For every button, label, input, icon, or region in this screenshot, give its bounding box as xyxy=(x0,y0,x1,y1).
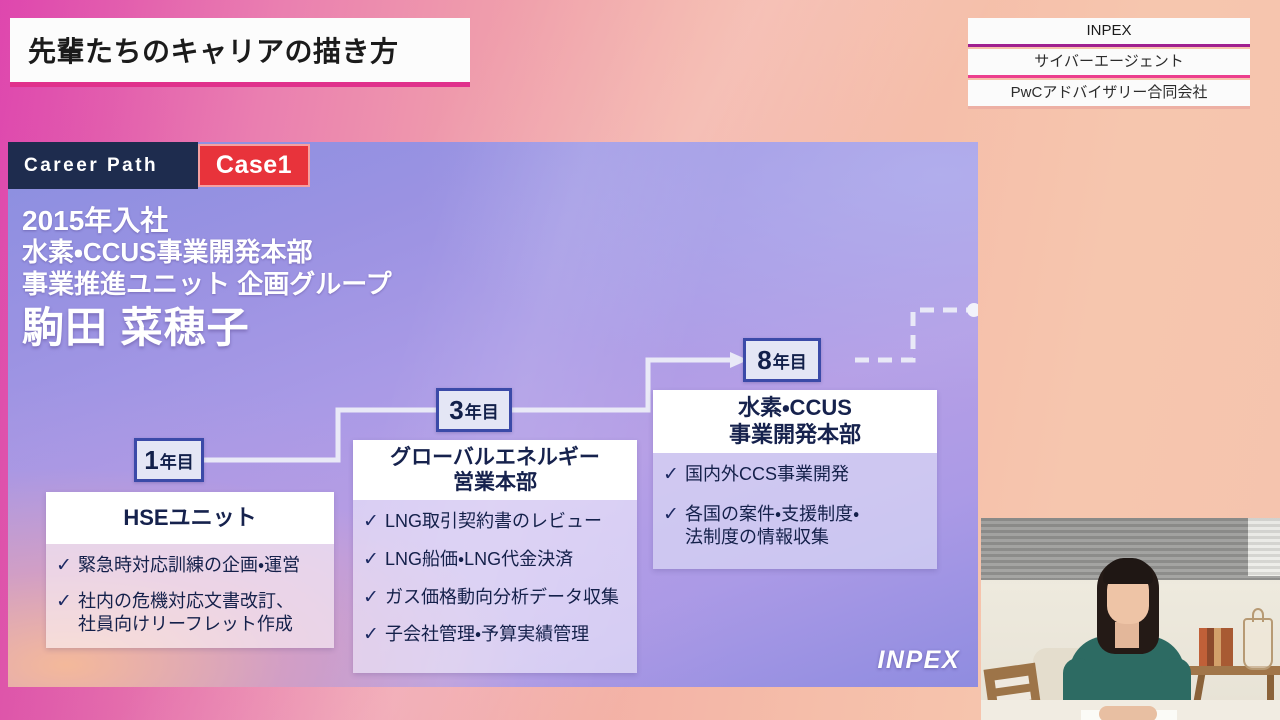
profile-block: 2015年入社 水素・CCUS事業開発本部 事業推進ユニット 企画グループ 駒田… xyxy=(22,204,392,355)
task-text: LNG取引契約書のレビュー xyxy=(385,511,603,531)
speaker-neck xyxy=(1115,622,1139,648)
task-text: 各国の案件・支援制度・ 法制度の情報収集 xyxy=(685,503,860,547)
company-tab-list: INPEX サイバーエージェント PwCアドバイザリー合同会社 xyxy=(968,18,1250,111)
card-3-department-line-2: 事業開発本部 xyxy=(728,421,861,447)
profile-division: 水素・CCUS事業開発本部 xyxy=(22,237,313,268)
task-text: 社内の危機対応文書改訂、 社員向けリーフレット作成 xyxy=(78,590,294,634)
task-item: ✓ ガス価格動向分析データ収集 xyxy=(363,586,627,610)
tab-underline xyxy=(968,106,1250,109)
company-tab-label: サイバーエージェント xyxy=(1034,53,1184,70)
career-step-card-3: 水素・CCUS 事業開発本部 ✓ 国内外CCS事業開発 ✓ 各国の案件・支援制度… xyxy=(653,390,937,569)
company-tab-cyberagent[interactable]: サイバーエージェント xyxy=(968,49,1250,78)
company-tab-label: INPEX xyxy=(1086,22,1132,39)
tab-underline xyxy=(968,44,1250,47)
lantern-handle xyxy=(1252,608,1264,622)
year-badge-unit: 年目 xyxy=(464,402,499,422)
company-tab-label: PwCアドバイザリー合同会社 xyxy=(1010,84,1208,101)
profile-unit: 事業推進ユニット 企画グループ xyxy=(22,268,392,299)
task-text: 子会社管理・予算実績管理 xyxy=(385,624,590,645)
card-2-department-line-1: グローバルエネルギー xyxy=(390,445,600,469)
task-item: ✓ 緊急時対応訓練の企画・運営 xyxy=(56,554,324,578)
shelf-leg-right xyxy=(1267,675,1274,715)
year-badge-2: 3 年目 xyxy=(436,388,512,432)
card-1-department-line-1: HSEユニット xyxy=(123,504,257,530)
year-badge-1: 1 年目 xyxy=(134,438,204,482)
task-text: 国内外CCS事業開発 xyxy=(685,464,850,484)
company-tab-inpex[interactable]: INPEX xyxy=(968,18,1250,47)
year-badge-unit: 年目 xyxy=(772,352,807,372)
year-badge-number: 8 xyxy=(757,344,772,375)
check-icon: ✓ xyxy=(363,624,379,646)
card-1-header: HSEユニット xyxy=(46,492,334,544)
card-2-body: ✓ LNG取引契約書のレビュー ✓ LNG船価・LNG代金決済 ✓ ガス価格動向… xyxy=(353,500,637,673)
speaker-hands xyxy=(1099,706,1157,720)
check-icon: ✓ xyxy=(363,511,379,532)
speaker-hair-top xyxy=(1103,558,1153,584)
check-icon: ✓ xyxy=(56,590,72,612)
career-path-banner: Career Path xyxy=(8,142,198,189)
year-badge-number: 1 xyxy=(144,444,159,475)
year-badge-3: 8 年目 xyxy=(743,338,821,382)
career-step-card-1: HSEユニット ✓ 緊急時対応訓練の企画・運営 ✓ 社内の危機対応文書改訂、 社… xyxy=(46,492,334,648)
wooden-shelf xyxy=(1177,666,1280,675)
task-item: ✓ 社内の危機対応文書改訂、 社員向けリーフレット作成 xyxy=(56,590,324,636)
tab-underline xyxy=(968,75,1250,78)
task-item: ✓ LNG取引契約書のレビュー xyxy=(363,510,627,534)
check-icon: ✓ xyxy=(56,555,72,576)
career-step-card-2: グローバルエネルギー 営業本部 ✓ LNG取引契約書のレビュー ✓ LNG船価・… xyxy=(353,440,637,673)
inpex-logo: INPEX xyxy=(877,646,960,674)
task-item: ✓ LNG船価・LNG代金決済 xyxy=(363,548,627,572)
page-title: 先輩たちのキャリアの描き方 xyxy=(10,18,470,87)
page-title-text: 先輩たちのキャリアの描き方 xyxy=(28,36,399,67)
card-3-department-line-1: 水素・CCUS xyxy=(738,395,852,421)
video-vignette xyxy=(981,518,1280,720)
task-item: ✓ 子会社管理・予算実績管理 xyxy=(363,623,627,647)
books xyxy=(1199,628,1233,666)
task-text: 緊急時対応訓練の企画・運営 xyxy=(78,555,301,575)
card-2-department-line-2: 営業本部 xyxy=(453,471,537,494)
card-3-body: ✓ 国内外CCS事業開発 ✓ 各国の案件・支援制度・ 法制度の情報収集 xyxy=(653,453,937,569)
task-item: ✓ 各国の案件・支援制度・ 法制度の情報収集 xyxy=(663,503,927,549)
case-badge-label: Case1 xyxy=(215,151,293,179)
check-icon: ✓ xyxy=(363,548,379,570)
profile-name: 駒田 菜穂子 xyxy=(22,304,250,352)
task-item: ✓ 国内外CCS事業開発 xyxy=(663,463,927,487)
interview-video-inset[interactable] xyxy=(981,518,1280,720)
check-icon: ✓ xyxy=(663,464,679,485)
career-path-slide: Career Path Case1 2015年入社 水素・CCUS事業開発本部 … xyxy=(8,142,978,687)
profile-join-year: 2015年入社 xyxy=(22,205,169,236)
card-1-body: ✓ 緊急時対応訓練の企画・運営 ✓ 社内の危機対応文書改訂、 社員向けリーフレッ… xyxy=(46,544,334,648)
year-badge-unit: 年目 xyxy=(159,452,194,472)
check-icon: ✓ xyxy=(663,503,679,525)
check-icon: ✓ xyxy=(363,586,379,608)
card-3-header: 水素・CCUS 事業開発本部 xyxy=(653,390,937,453)
task-text: ガス価格動向分析データ収集 xyxy=(385,586,619,607)
lantern-lamp xyxy=(1243,618,1273,670)
case-badge: Case1 xyxy=(198,144,310,187)
career-path-label: Career Path xyxy=(24,154,159,176)
year-badge-number: 3 xyxy=(449,394,464,425)
company-tab-pwc[interactable]: PwCアドバイザリー合同会社 xyxy=(968,80,1250,109)
window-blinds-right xyxy=(1248,518,1280,576)
task-text: LNG船価・LNG代金決済 xyxy=(385,548,574,569)
card-2-header: グローバルエネルギー 営業本部 xyxy=(353,440,637,500)
